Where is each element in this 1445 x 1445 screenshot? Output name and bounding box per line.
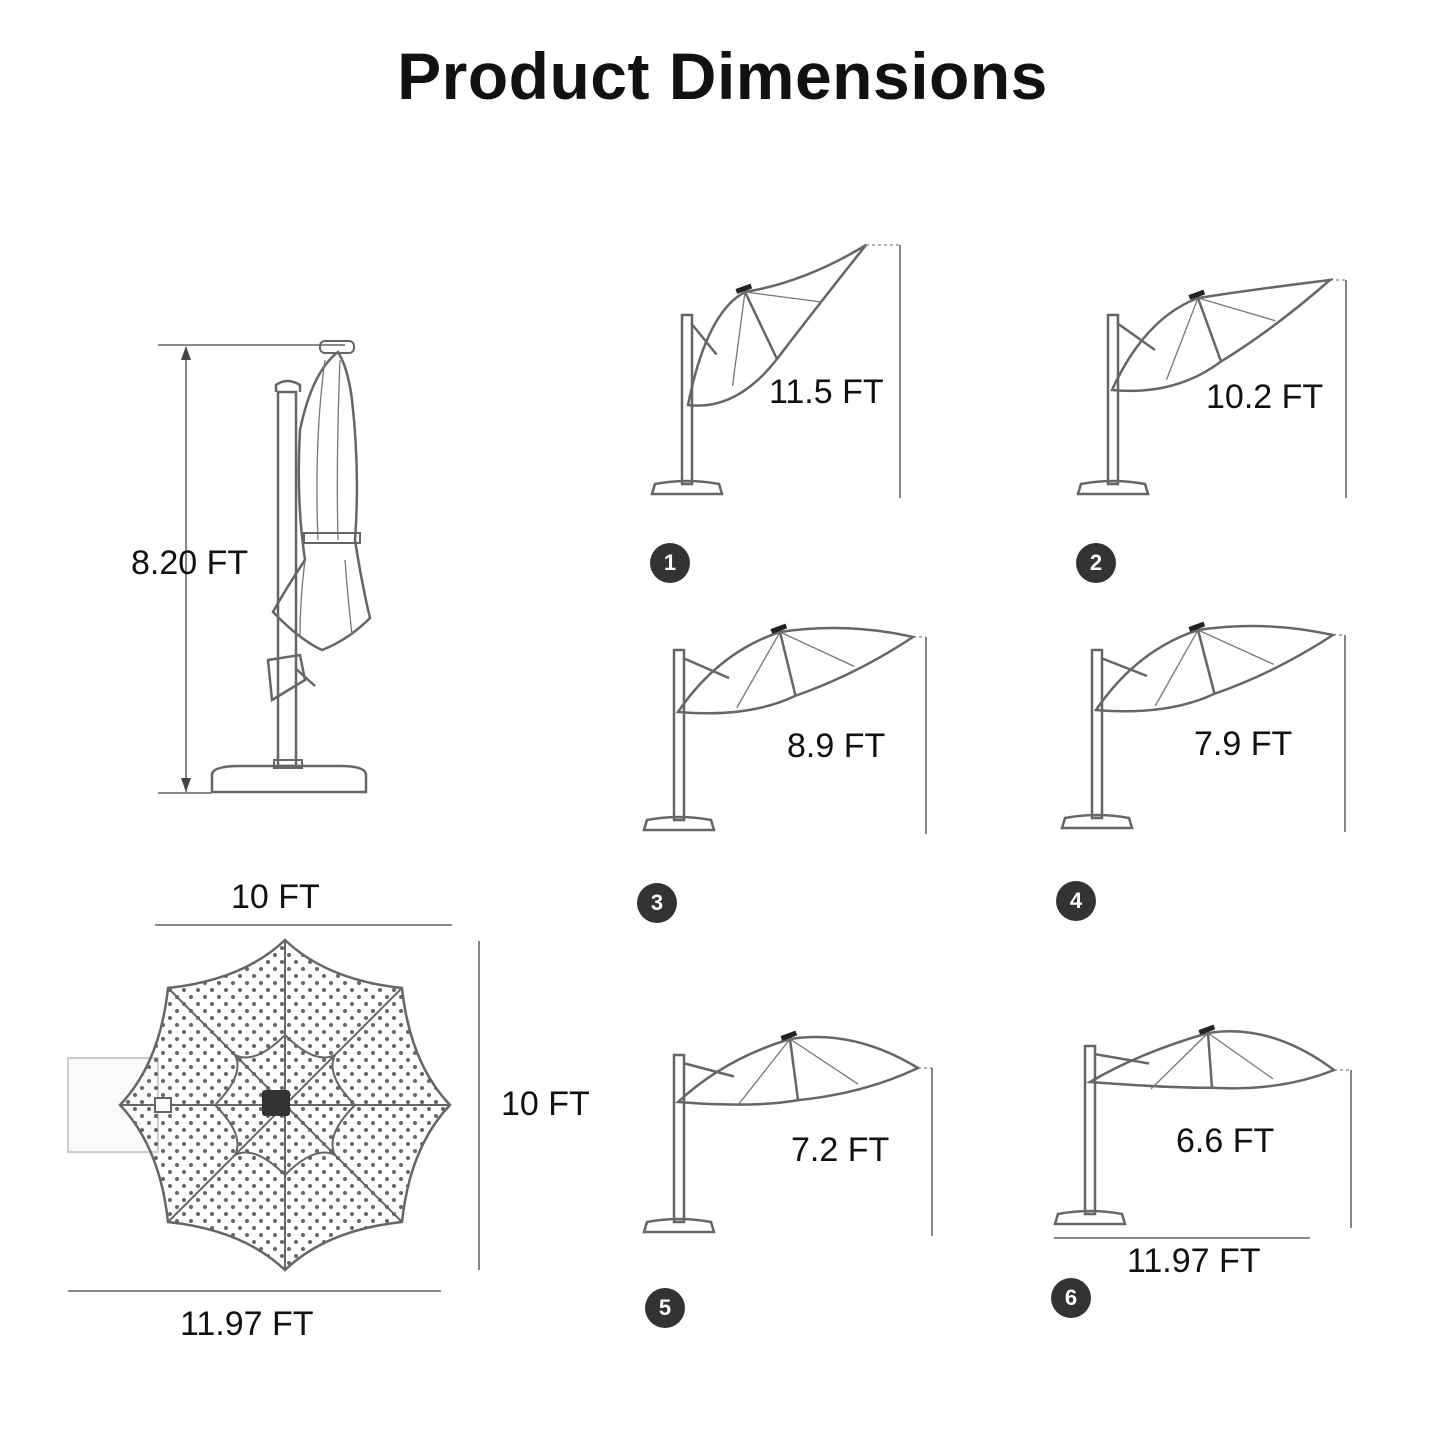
position-5-badge: 5 xyxy=(645,1288,685,1328)
tilt-position-figures xyxy=(642,243,1352,1239)
position-6-width-label: 11.97 FT xyxy=(1127,1242,1261,1280)
top-width-label: 10 FT xyxy=(231,878,320,916)
position-2-badge: 2 xyxy=(1076,543,1116,583)
side-height-label: 8.20 FT xyxy=(131,544,249,582)
position-6-height-label: 6.6 FT xyxy=(1176,1122,1275,1160)
page-title: Product Dimensions xyxy=(397,39,1048,113)
top-depth-label: 10 FT xyxy=(501,1085,590,1123)
position-5-height-label: 7.2 FT xyxy=(791,1131,890,1169)
position-3-badge: 3 xyxy=(637,883,677,923)
position-4-height-label: 7.9 FT xyxy=(1194,725,1293,763)
closed-umbrella-figure xyxy=(158,340,372,794)
top-view-figure xyxy=(67,924,480,1292)
position-1-badge: 1 xyxy=(650,543,690,583)
position-2-height-label: 10.2 FT xyxy=(1206,378,1324,416)
position-1-height-label: 11.5 FT xyxy=(769,373,884,411)
position-6-badge: 6 xyxy=(1051,1278,1091,1318)
top-bottom-width-label: 11.97 FT xyxy=(180,1305,314,1343)
position-4-badge: 4 xyxy=(1056,881,1096,921)
position-3-height-label: 8.9 FT xyxy=(787,727,886,765)
